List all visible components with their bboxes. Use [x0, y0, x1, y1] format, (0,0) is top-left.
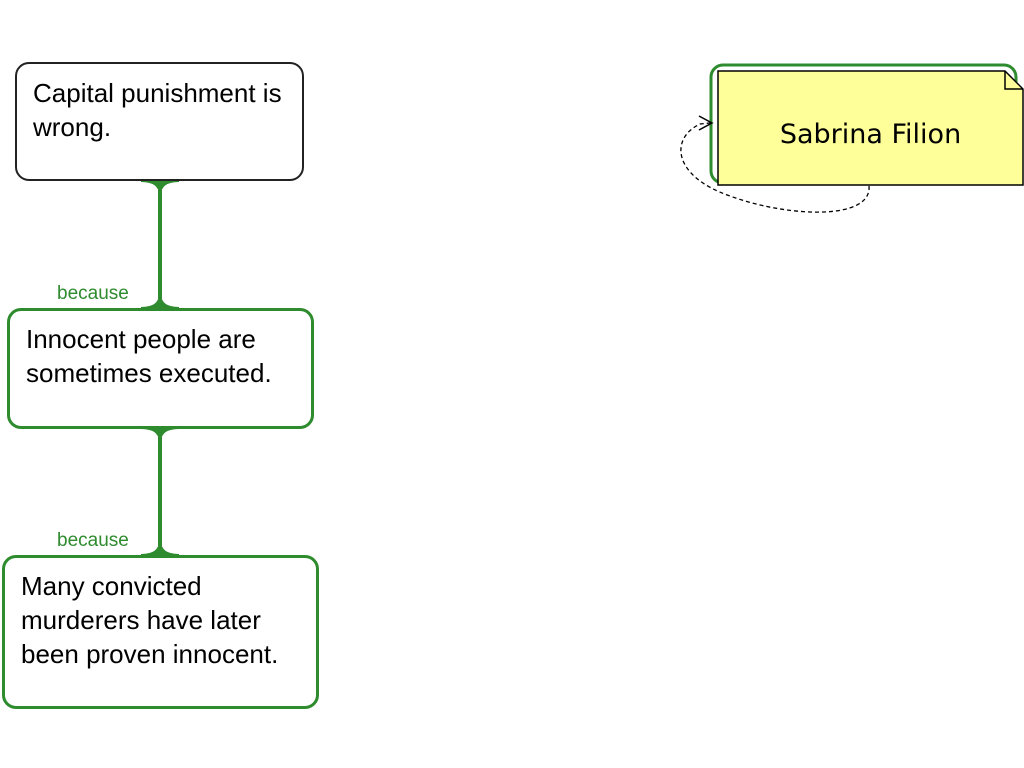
- reason-text-2: Many convicted murderers have later been…: [21, 571, 279, 669]
- connector-label-1: because: [57, 283, 129, 304]
- note-link-arrow: [680, 122, 870, 213]
- reason-text-1: Innocent people are sometimes executed.: [26, 324, 272, 388]
- reason-box-2[interactable]: Many convicted murderers have later been…: [2, 555, 319, 709]
- claim-box[interactable]: Capital punishment is wrong.: [15, 62, 304, 181]
- author-note-text: Sabrina Filion: [779, 119, 962, 150]
- connector-label-2: because: [57, 530, 129, 551]
- note-fold-corner: [1004, 71, 1023, 90]
- author-note-shape[interactable]: [717, 70, 1024, 186]
- reason-box-1[interactable]: Innocent people are sometimes executed.: [7, 308, 314, 429]
- claim-text: Capital punishment is wrong.: [33, 78, 282, 142]
- note-link-arrowhead: [698, 115, 714, 131]
